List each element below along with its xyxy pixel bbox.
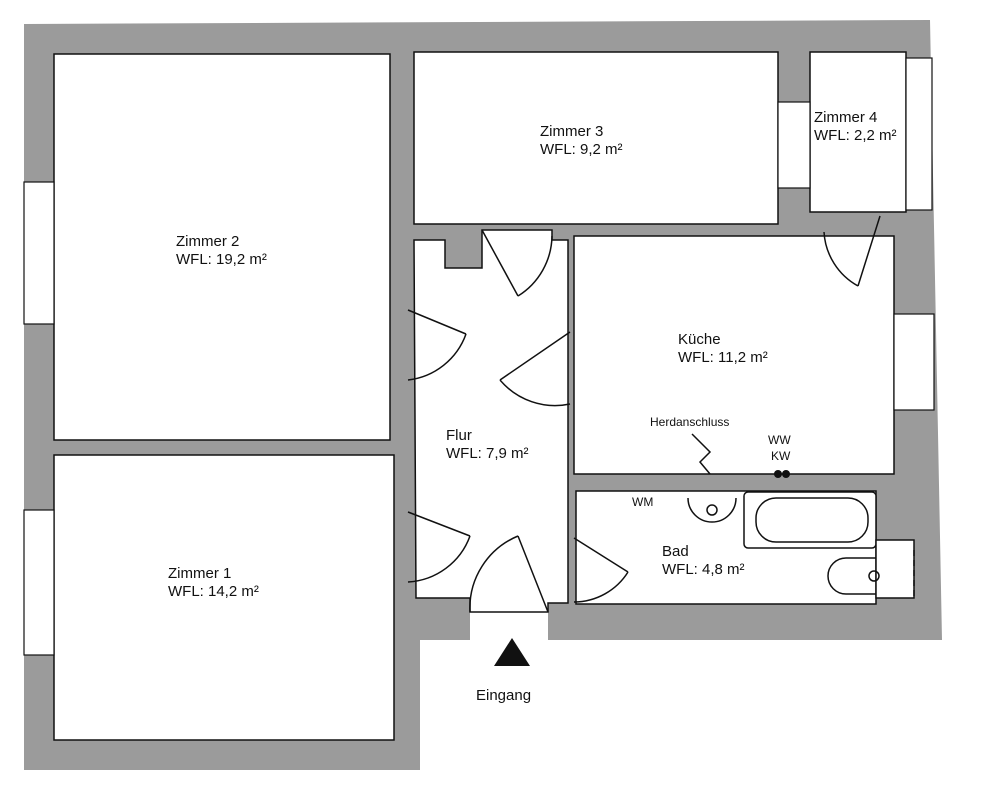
area-bad: WFL: 4,8 m² <box>662 561 745 578</box>
entrance-arrow-icon <box>494 638 530 666</box>
herdanschluss-symbol <box>691 433 712 475</box>
window-kueche <box>893 313 935 411</box>
ww-kw-pipe-icon-2 <box>782 470 790 478</box>
toilet-box <box>875 539 915 599</box>
toilet-bowl <box>827 557 876 595</box>
label-eingang: Eingang <box>476 687 531 704</box>
window-zimmer2 <box>23 181 55 325</box>
door-entrance <box>469 535 549 613</box>
door-zimmer1 <box>407 511 471 583</box>
area-zimmer1: WFL: 14,2 m² <box>168 583 259 600</box>
window-zimmer4 <box>905 57 933 211</box>
label-zimmer4: Zimmer 4 <box>814 109 877 126</box>
windows <box>23 57 935 656</box>
toilet-seat-icon <box>868 570 880 582</box>
doors <box>407 215 881 613</box>
door-zimmer3 <box>481 229 553 297</box>
room-zimmer1 <box>53 454 395 741</box>
room-kueche <box>573 235 895 475</box>
window-zimmer3 <box>777 101 811 189</box>
door-zimmer4 <box>823 215 881 287</box>
door-kueche <box>499 331 571 407</box>
label-zimmer1: Zimmer 1 <box>168 565 231 582</box>
bathroom-fixtures <box>687 491 915 599</box>
label-bad: Bad <box>662 543 689 560</box>
window-zimmer1 <box>23 509 55 656</box>
area-zimmer3: WFL: 9,2 m² <box>540 141 623 158</box>
label-zimmer3: Zimmer 3 <box>540 123 603 140</box>
area-zimmer2: WFL: 19,2 m² <box>176 251 267 268</box>
label-kw: KW <box>771 449 791 463</box>
area-zimmer4: WFL: 2,2 m² <box>814 127 897 144</box>
washbasin <box>687 497 737 523</box>
label-ww: WW <box>768 433 791 447</box>
labels: Zimmer 2 WFL: 19,2 m² Zimmer 1 WFL: 14,2… <box>168 109 897 704</box>
label-kueche: Küche <box>678 331 721 348</box>
area-flur: WFL: 7,9 m² <box>446 445 529 462</box>
label-herdanschluss: Herdanschluss <box>650 415 729 429</box>
door-bad <box>573 537 629 603</box>
label-zimmer2: Zimmer 2 <box>176 233 239 250</box>
door-zimmer2 <box>407 309 467 381</box>
label-flur: Flur <box>446 427 472 444</box>
label-wm: WM <box>632 495 653 509</box>
area-kueche: WFL: 11,2 m² <box>678 349 768 366</box>
rooms <box>53 51 907 741</box>
washbasin-drain <box>706 504 718 516</box>
room-zimmer2 <box>53 53 391 441</box>
bathtub-inner <box>755 497 869 543</box>
ww-kw-pipe-icon <box>774 470 782 478</box>
